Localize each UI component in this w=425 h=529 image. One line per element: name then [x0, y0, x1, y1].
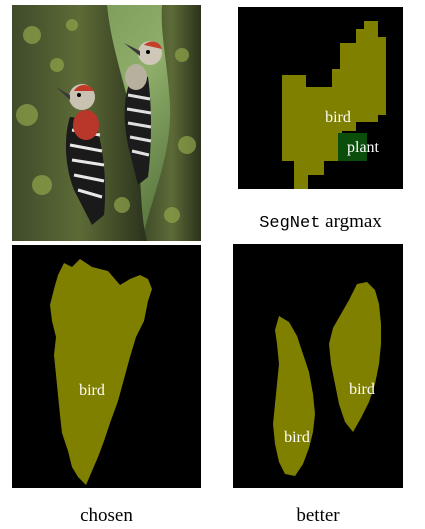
photo-panel — [12, 5, 201, 241]
segnet-caption-code: SegNet — [259, 214, 320, 233]
segnet-mask-panel: bird plant — [238, 7, 403, 189]
better-bird-left-region — [273, 316, 315, 476]
better-bird-left-label: bird — [284, 429, 310, 446]
better-caption: better — [233, 505, 403, 527]
segnet-plant-label: plant — [347, 139, 380, 156]
chosen-mask: bird — [12, 245, 201, 488]
segnet-caption-text: argmax — [320, 211, 381, 232]
chosen-mask-panel: bird — [12, 245, 201, 488]
better-mask-panel: bird bird — [233, 244, 403, 488]
chosen-bird-label: bird — [79, 382, 105, 399]
segnet-bird-label: bird — [325, 109, 351, 126]
better-bird-right-region — [329, 282, 381, 432]
segnet-bird-region — [282, 21, 386, 189]
chosen-caption: chosen — [12, 505, 201, 527]
better-mask: bird bird — [233, 244, 403, 488]
segnet-mask: bird plant — [238, 7, 403, 189]
better-bird-right-label: bird — [349, 381, 375, 398]
segnet-caption: SegNet argmax — [238, 211, 403, 235]
chosen-bird-region — [50, 259, 152, 485]
woodpeckers-on-tree-photo — [12, 5, 201, 241]
